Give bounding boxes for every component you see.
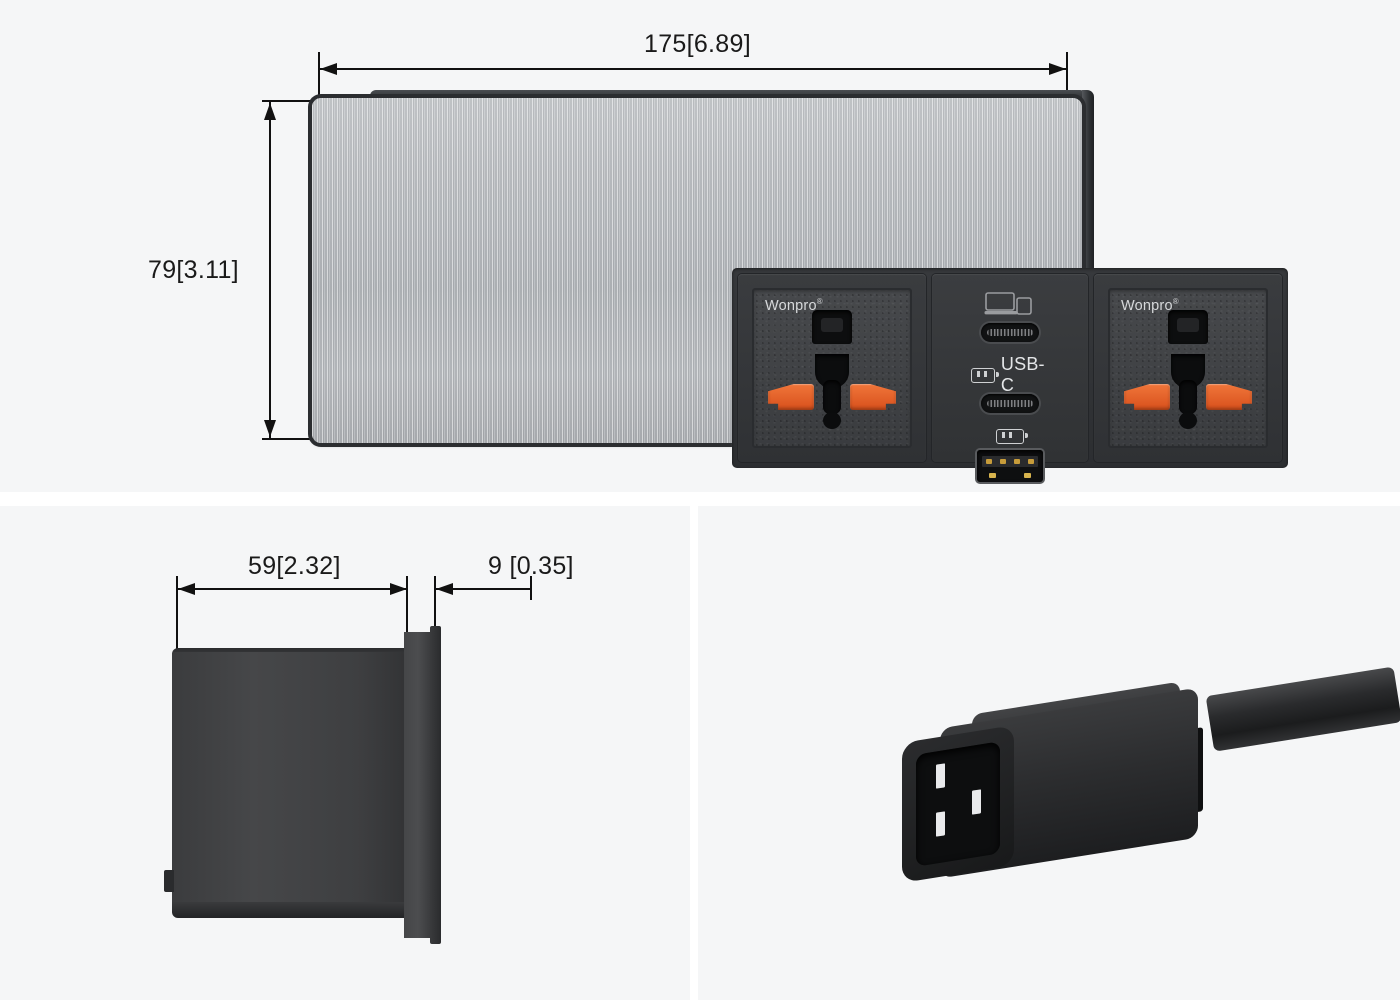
socket-right-face: Wonpro® xyxy=(1108,288,1268,448)
laptop-tablet-icon xyxy=(984,292,1032,315)
trademark-left: ® xyxy=(816,297,823,306)
faceplate: Wonpro® xyxy=(312,98,1288,482)
width-dim-line xyxy=(318,68,1068,70)
height-arrow-bottom xyxy=(264,420,276,437)
depth-body-dim-line xyxy=(176,588,408,590)
usb-a-tab xyxy=(989,473,996,478)
usb-a-port[interactable] xyxy=(977,450,1043,482)
usb-c-label-text: USB-C xyxy=(1000,354,1045,395)
side-faceplate-flange xyxy=(404,632,432,938)
side-body xyxy=(172,652,404,914)
plug-pin-earth xyxy=(972,789,981,815)
usb-c-port-top[interactable] xyxy=(981,323,1039,342)
usb-c-label-group: USB-C xyxy=(971,354,1049,396)
c14-plug xyxy=(880,666,1400,900)
width-arrow-left xyxy=(320,63,337,75)
usb-module: USB-C xyxy=(932,274,1088,482)
gutter-horizontal xyxy=(0,492,1400,506)
faceplate-top-edge xyxy=(370,90,1086,100)
depth-flange-label: 9 [0.35] xyxy=(488,552,574,580)
depth-flange-dim-line xyxy=(434,588,532,590)
brand-text-left: Wonpro xyxy=(765,297,817,314)
width-dimension-label: 175[6.89] xyxy=(644,30,751,58)
brand-label-right: Wonpro® xyxy=(1121,297,1179,314)
height-arrow-top xyxy=(264,103,276,120)
plug-face-recess xyxy=(916,741,1000,867)
socket-right-shutter-right xyxy=(1206,384,1252,410)
usb-a-pin xyxy=(1014,459,1020,464)
socket-right-hole-earth xyxy=(1179,380,1197,414)
usb-a-tab xyxy=(1024,473,1031,478)
socket-right-hole-top xyxy=(1168,310,1208,344)
height-dim-line xyxy=(269,100,271,440)
usb-a-pin xyxy=(1028,459,1034,464)
depth-body-arrow-left xyxy=(178,583,195,595)
width-ext-line-left xyxy=(318,52,320,110)
plug-pin-line xyxy=(936,763,945,789)
depth-body-arrow-right xyxy=(390,583,407,595)
trademark-right: ® xyxy=(1172,297,1179,306)
socket-left-shutter-left xyxy=(768,384,814,410)
module-cluster: Wonpro® xyxy=(732,268,1288,482)
side-view-panel: 59[2.32] 9 [0.35] xyxy=(0,506,690,1000)
usb-a-pin xyxy=(986,459,992,464)
socket-right[interactable]: Wonpro® xyxy=(1094,274,1282,462)
power-cable xyxy=(1205,666,1400,752)
side-body-nub xyxy=(164,870,174,892)
socket-right-shutter-left xyxy=(1124,384,1170,410)
side-faceplate-lip xyxy=(430,626,441,944)
height-ext-line-top xyxy=(262,100,322,102)
socket-right-hole-earth-round xyxy=(1179,412,1197,429)
depth-body-label: 59[2.32] xyxy=(248,552,341,580)
socket-left-shutter-right xyxy=(850,384,896,410)
side-body-bottom-edge xyxy=(172,902,408,918)
width-ext-line-right xyxy=(1066,52,1068,100)
socket-left-hole-earth-round xyxy=(823,412,841,429)
front-view-panel: 175[6.89] 79[3.11] Wonpro® xyxy=(0,0,1400,492)
usb-a-pin xyxy=(1000,459,1006,464)
socket-left-hole-earth xyxy=(823,380,841,414)
socket-left-face: Wonpro® xyxy=(752,288,912,448)
brand-text-right: Wonpro xyxy=(1121,297,1173,314)
usb-c-port-bottom[interactable] xyxy=(981,394,1039,413)
gutter-vertical xyxy=(690,506,698,1000)
plug-pin-neutral xyxy=(936,811,945,837)
width-arrow-right xyxy=(1049,63,1066,75)
battery-charge-icon-a xyxy=(996,429,1028,444)
socket-left[interactable]: Wonpro® xyxy=(738,274,926,462)
socket-left-hole-top xyxy=(812,310,852,344)
plug-view-panel xyxy=(698,506,1400,1000)
depth-flange-arrow-left xyxy=(436,583,453,595)
brand-label-left: Wonpro® xyxy=(765,297,823,314)
battery-charge-icon-c xyxy=(971,367,999,383)
height-dimension-label: 79[3.11] xyxy=(148,256,239,284)
